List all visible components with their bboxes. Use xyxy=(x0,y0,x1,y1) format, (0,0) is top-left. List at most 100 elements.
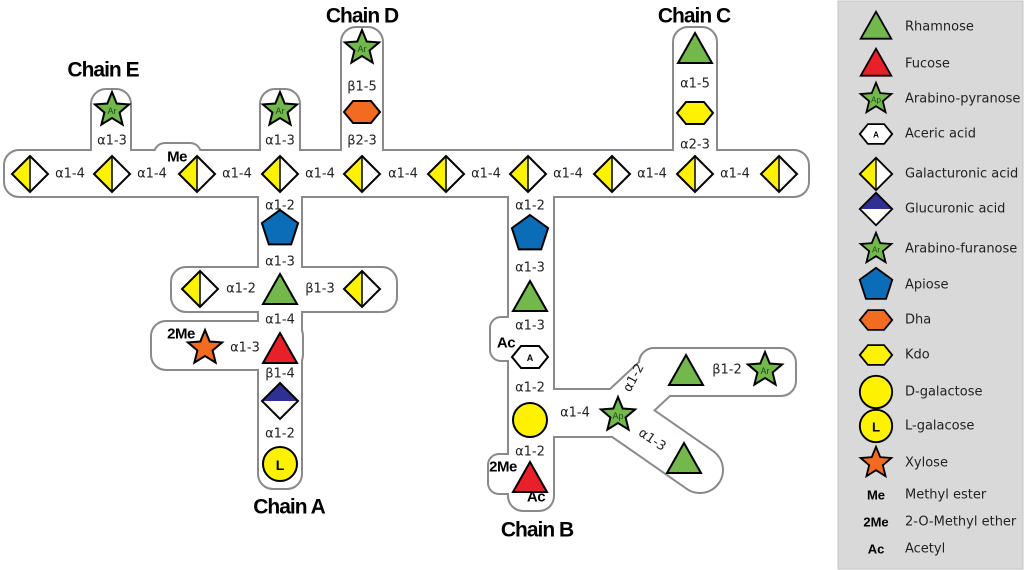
legend-label: Methyl ester xyxy=(905,488,987,503)
modification-tag: Me xyxy=(167,149,187,166)
linkage-label: α1-4 xyxy=(55,167,85,182)
linkage-label: α1-4 xyxy=(720,167,750,182)
kdo-icon xyxy=(675,101,715,125)
galacturonic-acid-icon xyxy=(675,154,715,194)
legend-label: Arabino-pyranose xyxy=(905,92,1020,107)
glyph-letter: A xyxy=(873,130,879,139)
apiose-icon xyxy=(858,266,894,300)
aceric-acid-icon: A xyxy=(858,123,894,145)
modification-tag: 2Me xyxy=(489,459,517,476)
l-galactose-icon: L xyxy=(858,408,894,444)
linkage-label: β1-4 xyxy=(265,367,295,382)
glyph-letter: Ar xyxy=(872,245,880,254)
linkage-label: α1-4 xyxy=(560,406,590,421)
modification-tag: Ac xyxy=(527,489,545,506)
rhamnose-icon xyxy=(676,30,714,64)
legend-item: Fucose xyxy=(859,46,950,77)
linkage-label: α1-3 xyxy=(265,255,295,270)
linkage-label: β1-5 xyxy=(347,80,377,95)
galacturonic-acid-icon xyxy=(342,154,382,194)
legend-label: Dha xyxy=(905,313,931,328)
linkage-label: α1-4 xyxy=(637,167,667,182)
legend-label: Aceric acid xyxy=(905,127,976,142)
d-galactose-icon xyxy=(858,374,894,410)
linkage-label: α1-2 xyxy=(515,381,545,396)
arabino-furanose-icon: Ar xyxy=(745,349,785,387)
linkage-label: α1-3 xyxy=(515,319,545,334)
glyph-letter: A xyxy=(527,353,534,363)
arabino-pyranose-icon: Ap xyxy=(858,80,894,115)
linkage-label: α1-4 xyxy=(137,167,167,182)
galacturonic-acid-icon xyxy=(759,154,799,194)
dha-icon xyxy=(342,100,382,124)
linkage-label: α1-5 xyxy=(680,77,710,92)
modification-tag: Ac xyxy=(497,335,515,352)
fucose-icon xyxy=(261,330,299,364)
glyph-letter: Ar xyxy=(761,366,770,376)
glyph-letter: L xyxy=(872,419,880,434)
rhamnose-icon xyxy=(667,352,705,386)
apiose-icon xyxy=(260,208,300,246)
glyph-letter: Ap xyxy=(612,411,623,421)
chain-title: Chain E xyxy=(67,59,139,82)
chain-title: Chain B xyxy=(501,519,574,542)
legend-tag: Me xyxy=(867,488,885,503)
legend-label: Fucose xyxy=(905,57,950,72)
linkage-label: α1-2 xyxy=(515,199,545,214)
glucuronic-acid-icon xyxy=(858,191,894,227)
legend-item: Kdo xyxy=(858,344,930,366)
legend-item: Apiose xyxy=(858,266,948,300)
legend-item: Galacturonic acid xyxy=(858,156,1018,192)
legend-item: Dha xyxy=(858,309,931,331)
linkage-label: β1-3 xyxy=(305,282,335,297)
linkage-label: α1-4 xyxy=(388,167,418,182)
galacturonic-acid-icon xyxy=(592,154,632,194)
legend-item: Ar Arabino-furanose xyxy=(858,230,1017,265)
legend-item: A Aceric acid xyxy=(858,123,976,145)
legend-label: Xylose xyxy=(905,456,948,471)
legend-item: Rhamnose xyxy=(859,9,974,40)
legend-label: Arabino-furanose xyxy=(905,242,1017,257)
linkage-label: α1-3 xyxy=(515,261,545,276)
glyph-letter: L xyxy=(276,457,285,473)
linkage-label: α1-2 xyxy=(265,427,295,442)
legend-label: D-galactose xyxy=(905,385,982,400)
rhamnose-icon xyxy=(665,440,703,474)
d-galactose-icon xyxy=(512,402,548,438)
galacturonic-acid-icon xyxy=(180,269,220,309)
arabino-furanose-icon: Ar xyxy=(260,89,300,127)
arabino-furanose-icon: Ar xyxy=(858,230,894,265)
legend-label: Galacturonic acid xyxy=(905,167,1018,182)
fucose-icon xyxy=(511,459,549,493)
legend-label: Glucuronic acid xyxy=(905,202,1005,217)
glucuronic-acid-icon xyxy=(260,381,300,421)
legend-item: Me Methyl ester xyxy=(867,488,987,503)
arabino-pyranose-icon: Ap xyxy=(598,394,638,432)
rhamnose-icon xyxy=(261,271,299,305)
apiose-icon xyxy=(510,213,550,251)
glyph-letter: Ar xyxy=(108,106,117,116)
glyph-letter: Ar xyxy=(276,106,285,116)
dha-icon xyxy=(858,309,894,331)
linkage-label: α1-2 xyxy=(265,199,295,214)
chain-title: Chain D xyxy=(326,5,399,28)
legend-item: Xylose xyxy=(858,444,948,479)
linkage-label: α1-3 xyxy=(97,134,127,149)
glyph-letter: Ap xyxy=(871,95,881,104)
linkage-label: α1-4 xyxy=(222,167,252,182)
legend-item: Ap Arabino-pyranose xyxy=(858,80,1020,115)
aceric-acid-icon: A xyxy=(510,345,550,369)
kdo-icon xyxy=(858,344,894,366)
galacturonic-acid-icon xyxy=(508,154,548,194)
galacturonic-acid-icon xyxy=(177,154,217,194)
rhamnose-icon xyxy=(859,9,893,40)
galacturonic-acid-icon xyxy=(858,156,894,192)
linkage-label: α1-4 xyxy=(553,167,583,182)
galacturonic-acid-icon xyxy=(342,269,382,309)
